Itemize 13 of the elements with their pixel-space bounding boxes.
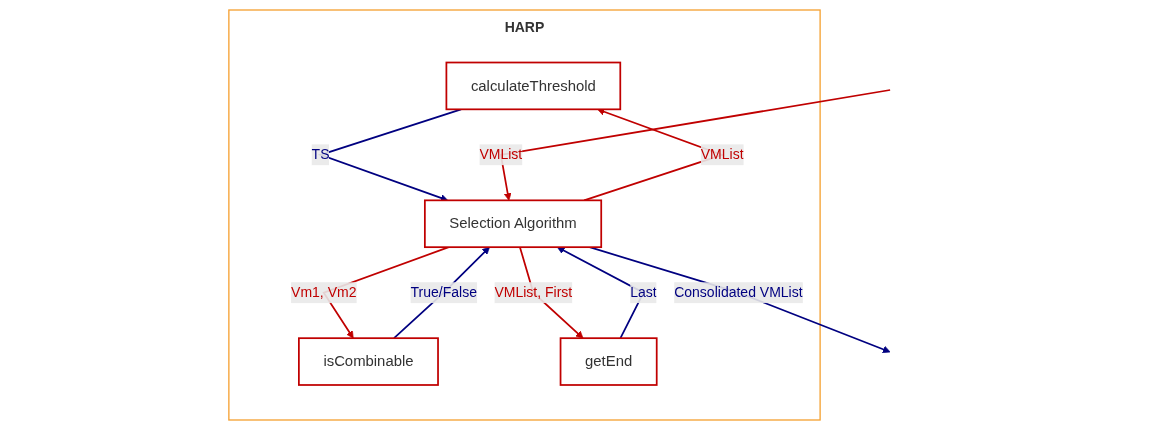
edge-label: TS: [311, 146, 330, 162]
node-box: getEnd: [559, 337, 658, 386]
edge-label: VMList: [700, 146, 744, 162]
edge-label: VMList: [479, 146, 523, 162]
edge-label: Consolidated VMList: [674, 284, 803, 300]
arrow: [393, 246, 490, 340]
edge-label: Vm1, Vm2: [291, 284, 357, 300]
node-box: calculateThreshold: [445, 61, 622, 111]
edge-label: True/False: [410, 284, 477, 300]
edge-label: VMList, First: [494, 284, 573, 300]
edge-label: Last: [630, 284, 657, 300]
node-box: Selection Algorithm: [424, 199, 603, 249]
node-box: isCombinable: [298, 337, 439, 386]
